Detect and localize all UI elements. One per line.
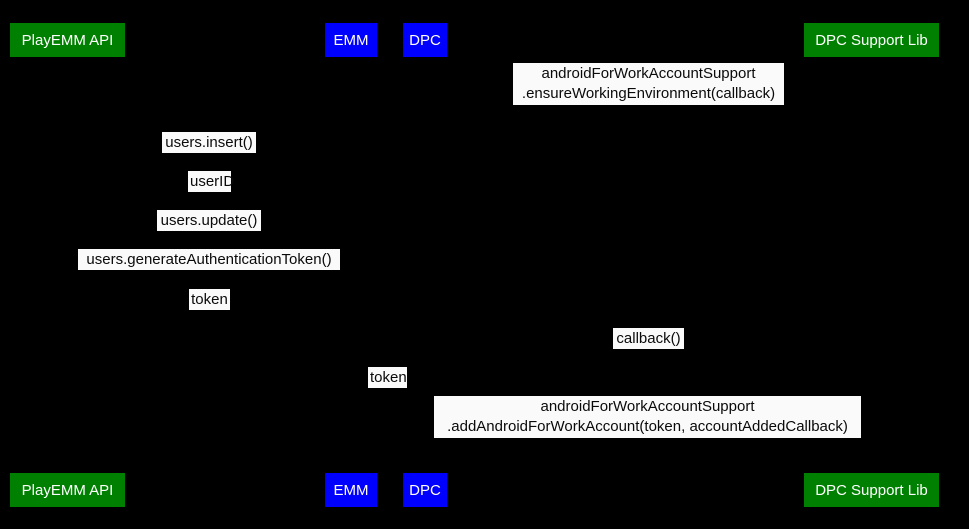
message-label-line: callback() <box>616 330 681 347</box>
participant-box-emm[interactable]: EMM <box>325 23 377 57</box>
message-label-line: .ensureWorkingEnvironment(callback) <box>521 85 776 102</box>
message-label-line: .addAndroidForWorkAccount(token, account… <box>447 418 848 435</box>
message-label-line: token <box>370 369 407 386</box>
message-label-line: androidForWorkAccountSupport <box>541 65 756 82</box>
participant-box-playemm-api[interactable]: PlayEMM API <box>10 23 125 57</box>
message-label-line: users.insert() <box>165 134 253 151</box>
participant-box-dpc[interactable]: DPC <box>403 473 447 507</box>
message-label-line: userID <box>190 173 235 190</box>
message-label-ensure-working-environment: androidForWorkAccountSupport .ensureWorki… <box>513 63 784 105</box>
participant-box-emm[interactable]: EMM <box>325 473 377 507</box>
message-label-users-generate-authentication-token: users.generateAuthenticationToken() <box>78 249 340 270</box>
participant-box-dpc-support-lib[interactable]: DPC Support Lib <box>804 473 939 507</box>
message-label-token-upper: token <box>189 289 230 310</box>
message-label-line: androidForWorkAccountSupport <box>540 398 755 415</box>
message-label-add-android-for-work-account: androidForWorkAccountSupport .addAndroidF… <box>434 396 861 438</box>
message-label-callback: callback() <box>613 328 684 349</box>
message-label-users-insert: users.insert() <box>162 132 256 153</box>
message-label-token-lower: token <box>368 367 407 388</box>
message-label-user-id: userID <box>188 171 235 192</box>
message-label-users-update: users.update() <box>157 210 261 231</box>
message-label-line: users.update() <box>160 212 258 229</box>
participant-box-dpc[interactable]: DPC <box>403 23 447 57</box>
message-label-line: token <box>191 291 228 308</box>
participant-box-dpc-support-lib[interactable]: DPC Support Lib <box>804 23 939 57</box>
participant-box-playemm-api[interactable]: PlayEMM API <box>10 473 125 507</box>
message-label-line: users.generateAuthenticationToken() <box>86 251 332 268</box>
